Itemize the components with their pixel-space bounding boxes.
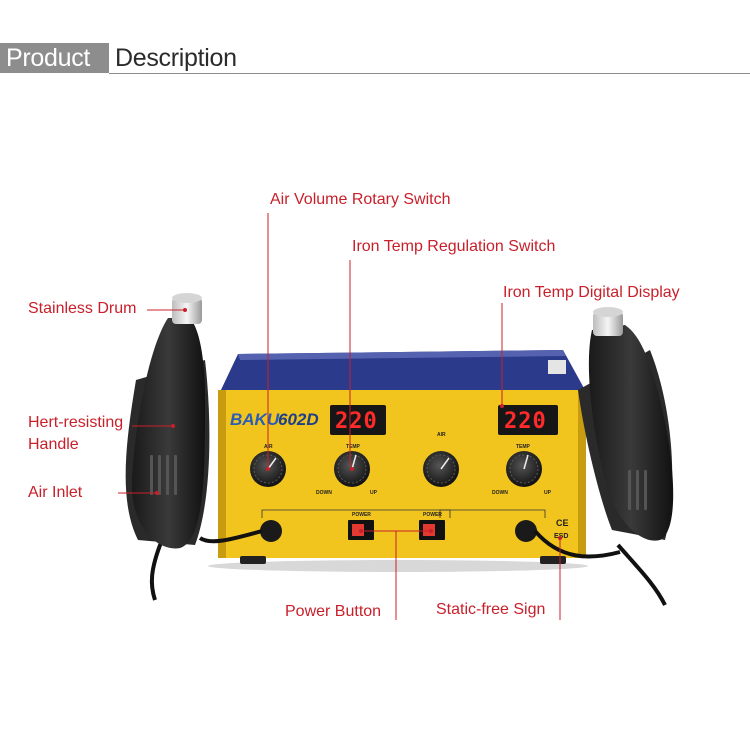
header-title: Description [115,44,237,72]
station-shadow [208,560,588,572]
callout-air-inlet: Air Inlet [28,484,83,501]
air-knob-right[interactable] [423,451,459,487]
callout-iron-temp-display: Iron Temp Digital Display [503,284,680,301]
air-label-right: AIR [437,432,446,438]
callout-heat-resisting-line2: Handle [28,436,79,453]
station-lid [220,350,585,392]
down-label-right: DOWN [492,490,508,496]
section-header: Product Description [0,43,750,74]
callout-leaders [118,213,562,620]
display-right-value: 220 [504,409,547,434]
callout-heat-resisting-line1: Hert-resisting [28,414,124,431]
callout-power-button: Power Button [285,603,382,620]
lid-sticker [548,360,566,374]
temp-knob-right[interactable] [506,451,542,487]
display-left [330,405,386,435]
right-gun-cable [616,543,667,606]
display-right [498,405,558,435]
power-switch-right-rocker [423,524,435,536]
down-label-left: DOWN [316,490,332,496]
up-label-left: UP [370,490,378,496]
cable-port-left [260,520,282,542]
display-left-value: 220 [335,409,378,434]
station-lid-highlight [238,350,566,360]
left-cable [198,529,263,544]
callout-stainless-drum: Stainless Drum [28,300,137,317]
station-foot [540,556,566,564]
model-number: 602D [278,410,319,429]
panel-edge [218,390,226,558]
right-hot-air-gun [578,307,674,541]
panel-edge-right [578,390,586,558]
left-gun-cable [149,539,164,601]
panel-bracket [261,509,451,518]
panel-bracket [439,509,546,518]
cable-port-right [515,520,537,542]
power-label-left: POWER [352,512,371,518]
callout-static-free: Static-free Sign [436,601,546,618]
left-hot-air-gun [125,293,210,549]
station-front-panel [218,390,586,558]
brand-logo: BAKU [230,410,280,429]
temp-label-left: TEMP [346,444,361,450]
header-divider [109,73,750,74]
right-stainless-drum [593,312,623,336]
power-label-right: POWER [423,512,442,518]
temp-label-right: TEMP [516,444,531,450]
ce-mark: CE [556,518,569,528]
left-stainless-drum [172,298,202,324]
up-label-right: UP [544,490,552,496]
station-foot [240,556,266,564]
callout-air-volume: Air Volume Rotary Switch [270,191,451,208]
right-cable [533,529,621,559]
callout-iron-temp-regulation: Iron Temp Regulation Switch [352,238,556,255]
header-tab: Product [0,43,109,73]
